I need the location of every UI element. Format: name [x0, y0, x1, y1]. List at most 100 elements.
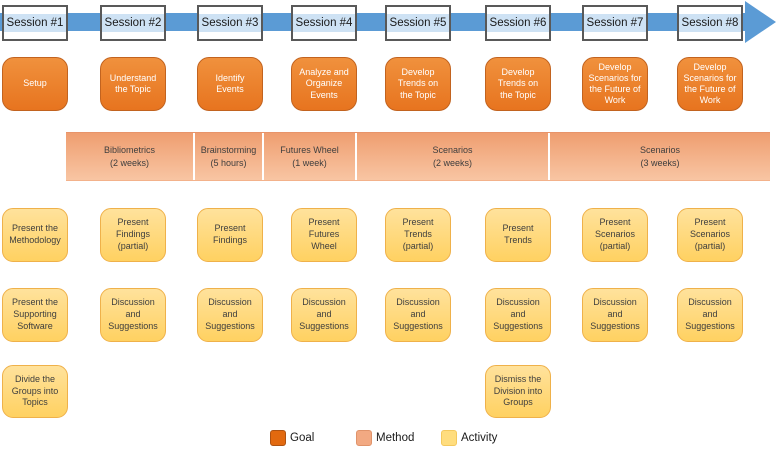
method-duration: (5 hours) — [210, 157, 247, 168]
session-box-5: Session #5 — [385, 5, 451, 41]
activity-present-scenarios-partial-1: Present Scenarios (partial) — [582, 208, 648, 262]
activity-present-trends: Present Trends — [485, 208, 551, 262]
timeline-arrow — [0, 13, 746, 31]
session-label: Session #2 — [104, 17, 162, 29]
method-bibliometrics: Bibliometrics (2 weeks) — [66, 133, 193, 180]
method-scenarios-3-weeks: Scenarios (3 weeks) — [548, 133, 770, 180]
activity-present-futures-wheel: Present Futures Wheel — [291, 208, 357, 262]
method-name: Scenarios — [432, 144, 473, 155]
activity-label: Dismiss the Division into Groups — [493, 373, 543, 408]
goal-box-setup: Setup — [2, 57, 68, 111]
session-label: Session #4 — [295, 17, 353, 29]
activity-color-swatch — [441, 429, 457, 446]
goal-box-understand-topic: Understand the Topic — [100, 57, 166, 111]
timeline-arrowhead-icon — [745, 1, 776, 43]
session-label: Session #3 — [201, 17, 259, 29]
activity-label: Present Scenarios (partial) — [594, 217, 636, 251]
goal-box-develop-scenarios-1: Develop Scenarios for the Future of Work — [582, 57, 648, 111]
session-box-3: Session #3 — [197, 5, 263, 41]
session-box-6: Session #6 — [485, 5, 551, 41]
legend-label: Activity — [461, 431, 498, 444]
method-scenarios-2-weeks: Scenarios (2 weeks) — [355, 133, 548, 180]
activity-discussion-suggestions: Discussion and Suggestions — [385, 288, 451, 342]
method-band: Bibliometrics (2 weeks) Brainstorming (5… — [66, 132, 770, 181]
goal-label: Setup — [23, 78, 47, 89]
goal-box-identify-events: Identify Events — [197, 57, 263, 111]
activity-present-methodology: Present the Methodology — [2, 208, 68, 262]
activity-label: Discussion and Suggestions — [685, 297, 735, 331]
method-name: Futures Wheel — [280, 144, 339, 155]
goal-label: Understand the Topic — [109, 72, 157, 94]
activity-label: Present the Methodology — [9, 223, 61, 245]
activity-label: Present Findings (partial) — [115, 217, 151, 251]
activity-label: Discussion and Suggestions — [493, 297, 543, 331]
method-duration: (2 weeks) — [109, 157, 149, 168]
session-box-2: Session #2 — [100, 5, 166, 41]
goal-label: Develop Trends on the Topic — [497, 67, 539, 100]
session-label: Session #6 — [489, 17, 547, 29]
activity-present-findings: Present Findings — [197, 208, 263, 262]
activity-label: Present Trends (partial) — [402, 217, 434, 251]
activity-present-trends-partial: Present Trends (partial) — [385, 208, 451, 262]
activity-label: Discussion and Suggestions — [299, 297, 349, 331]
arrow-stripe — [199, 14, 261, 32]
activity-label: Discussion and Suggestions — [590, 297, 640, 331]
method-duration: (2 weeks) — [432, 157, 472, 168]
goal-label: Identify Events — [215, 72, 245, 94]
arrow-stripe — [584, 14, 646, 32]
session-box-4: Session #4 — [291, 5, 357, 41]
goal-label: Develop Scenarios for the Future of Work — [683, 61, 737, 106]
legend-item-goal: Goal — [270, 429, 314, 446]
method-brainstorming: Brainstorming (5 hours) — [193, 133, 262, 180]
arrow-stripe — [293, 14, 355, 32]
arrow-stripe — [4, 14, 66, 32]
activity-label: Present Futures Wheel — [308, 217, 340, 251]
goal-label: Analyze and Organize Events — [299, 67, 349, 100]
activity-divide-groups-into-topics: Divide the Groups into Topics — [2, 365, 68, 418]
activity-present-scenarios-partial-2: Present Scenarios (partial) — [677, 208, 743, 262]
activity-label: Discussion and Suggestions — [108, 297, 158, 331]
session-box-1: Session #1 — [2, 5, 68, 41]
arrow-stripe — [387, 14, 449, 32]
session-label: Session #5 — [389, 17, 447, 29]
goal-color-swatch — [270, 429, 286, 446]
method-name: Bibliometrics — [103, 144, 155, 155]
session-label: Session #1 — [6, 17, 64, 29]
legend-label: Method — [376, 431, 415, 444]
activity-discussion-suggestions: Discussion and Suggestions — [291, 288, 357, 342]
activity-label: Divide the Groups into Topics — [11, 373, 59, 408]
session-box-7: Session #7 — [582, 5, 648, 41]
legend-label: Goal — [290, 431, 315, 444]
method-futures-wheel: Futures Wheel (1 week) — [262, 133, 355, 180]
method-name: Scenarios — [639, 144, 681, 155]
goal-box-develop-trends-2: Develop Trends on the Topic — [485, 57, 551, 111]
activity-label: Discussion and Suggestions — [393, 297, 443, 331]
legend-item-method: Method — [356, 429, 414, 446]
activity-discussion-suggestions: Discussion and Suggestions — [100, 288, 166, 342]
session-label: Session #8 — [681, 17, 739, 29]
method-color-swatch — [356, 429, 372, 446]
activity-label: Present Scenarios (partial) — [689, 217, 731, 251]
activity-label: Present the Supporting Software — [11, 297, 59, 331]
activity-discussion-suggestions: Discussion and Suggestions — [677, 288, 743, 342]
activity-discussion-suggestions: Discussion and Suggestions — [485, 288, 551, 342]
activity-present-findings-partial: Present Findings (partial) — [100, 208, 166, 262]
activity-discussion-suggestions: Discussion and Suggestions — [582, 288, 648, 342]
goal-label: Develop Trends on the Topic — [397, 67, 439, 100]
goal-box-develop-scenarios-2: Develop Scenarios for the Future of Work — [677, 57, 743, 111]
session-box-8: Session #8 — [677, 5, 743, 41]
method-duration: (3 weeks) — [640, 157, 680, 168]
goal-box-develop-trends-1: Develop Trends on the Topic — [385, 57, 451, 111]
activity-dismiss-division-into-groups: Dismiss the Division into Groups — [485, 365, 551, 418]
goal-box-analyze-organize-events: Analyze and Organize Events — [291, 57, 357, 111]
arrow-stripe — [102, 14, 164, 32]
activity-label: Discussion and Suggestions — [205, 297, 255, 331]
arrow-stripe — [487, 14, 549, 32]
activity-discussion-suggestions: Discussion and Suggestions — [197, 288, 263, 342]
goal-label: Develop Scenarios for the Future of Work — [588, 61, 642, 106]
activity-label: Present Findings — [212, 223, 248, 245]
arrow-stripe — [679, 14, 741, 32]
legend-item-activity: Activity — [441, 429, 497, 446]
activity-label: Present Trends — [502, 223, 534, 245]
